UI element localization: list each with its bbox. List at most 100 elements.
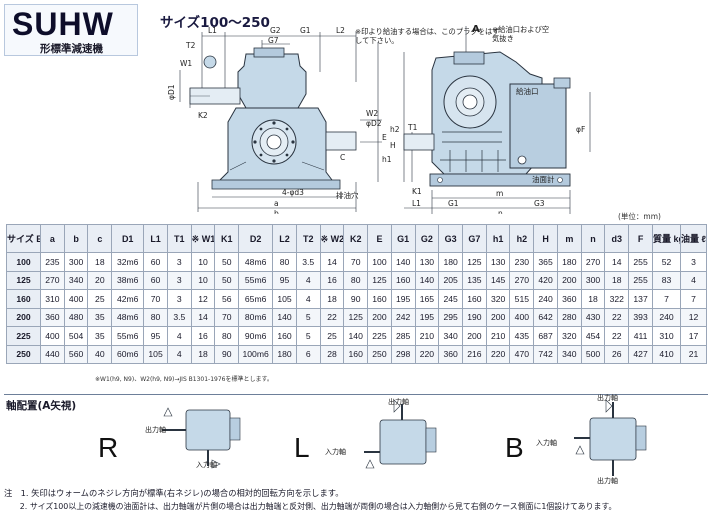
table-cell: 400 xyxy=(40,326,65,346)
table-cell: 210 xyxy=(414,326,440,346)
col-header: 油量 ℓ xyxy=(680,224,707,253)
col-header: L1 xyxy=(143,224,168,253)
col-header: G3 xyxy=(438,224,464,253)
col-header: D2 xyxy=(238,224,274,253)
table-cell: 42m6 xyxy=(111,289,145,309)
table-cell: 50 xyxy=(214,270,240,290)
table-cell: 160 xyxy=(367,289,392,309)
table-cell: 60 xyxy=(143,252,168,272)
G7-label: G7 xyxy=(268,36,279,45)
table-cell: 504 xyxy=(63,326,89,346)
col-header: G1 xyxy=(390,224,416,253)
table-cell: 130 xyxy=(414,252,440,272)
size-cell: 160 xyxy=(6,289,41,309)
table-cell: 55m6 xyxy=(111,326,145,346)
table-cell: 25 xyxy=(319,326,345,346)
variant-b-letter: B xyxy=(505,432,524,463)
size-cell: 225 xyxy=(6,326,41,346)
table-cell: 320 xyxy=(485,289,511,309)
col-header: c xyxy=(87,224,113,253)
table-cell: 80 xyxy=(343,270,369,290)
table-cell: 16 xyxy=(190,326,216,346)
W2-label: W2 xyxy=(366,109,378,118)
b-label: b xyxy=(274,209,279,214)
table-cell: 140 xyxy=(390,252,416,272)
table-cell: 32m6 xyxy=(111,252,145,272)
table-cell: 270 xyxy=(580,252,606,272)
table-cell: 240 xyxy=(652,307,681,327)
C-label: C xyxy=(340,153,345,162)
G3-label: G3 xyxy=(534,199,545,208)
table-cell: 160 xyxy=(343,344,369,364)
table-cell: 38m6 xyxy=(111,270,145,290)
table-cell: 255 xyxy=(628,252,653,272)
table-cell: 642 xyxy=(533,307,558,327)
table-cell: 140 xyxy=(272,307,297,327)
table-cell: 200 xyxy=(462,326,487,346)
table-cell: 340 xyxy=(63,270,89,290)
table-cell: 742 xyxy=(533,344,558,364)
table-cell: 40 xyxy=(87,344,113,364)
table-cell: 145 xyxy=(485,270,511,290)
table-cell: 12 xyxy=(190,289,216,309)
table-cell: 14 xyxy=(190,307,216,327)
table-cell: 135 xyxy=(462,270,487,290)
table-cell: 360 xyxy=(40,307,65,327)
table-cell: 411 xyxy=(628,326,653,346)
col-header: E xyxy=(367,224,392,253)
table-cell: 90 xyxy=(343,289,369,309)
table-cell: 160 xyxy=(272,326,297,346)
table-cell: 22 xyxy=(604,326,630,346)
table-cell: 48m6 xyxy=(238,252,274,272)
size-cell: 125 xyxy=(6,270,41,290)
col-header: サイズ E xyxy=(6,224,41,253)
n-label: n xyxy=(498,209,503,214)
table-cell: 240 xyxy=(533,289,558,309)
table-cell: 255 xyxy=(628,270,653,290)
table-cell: 70 xyxy=(143,289,168,309)
table-cell: 60m6 xyxy=(111,344,145,364)
col-header: 質量 kg xyxy=(652,224,681,253)
table-cell: 687 xyxy=(533,326,558,346)
D1-label: φD1 xyxy=(167,84,176,100)
table-cell: 105 xyxy=(143,344,168,364)
G2-label: G2 xyxy=(270,26,281,35)
table-cell: 280 xyxy=(556,307,582,327)
table-cell: 360 xyxy=(438,344,464,364)
table-cell: 80 xyxy=(143,307,168,327)
shaft-arrangement-section xyxy=(4,394,708,476)
table-cell: 310 xyxy=(652,326,681,346)
T1-label: T1 xyxy=(407,123,418,132)
table-cell: 205 xyxy=(438,270,464,290)
table-cell: 26 xyxy=(604,344,630,364)
table-cell: 3.5 xyxy=(295,252,321,272)
table-cell: 195 xyxy=(414,307,440,327)
variant-l-letter: L xyxy=(294,432,310,463)
table-cell: 320 xyxy=(556,326,582,346)
table-cell: 245 xyxy=(438,289,464,309)
unit-label: (単位：mm) xyxy=(618,212,661,221)
table-cell: 180 xyxy=(556,252,582,272)
table-cell: 5 xyxy=(295,326,321,346)
reducer-drawing: L1 G2 G1 L2 G7 T2 W1 φD1 K2 h1 h2 W2 φD2… xyxy=(167,24,591,214)
table-cell: 125 xyxy=(343,307,369,327)
table-cell: 7 xyxy=(680,289,707,309)
table-cell: 200 xyxy=(556,270,582,290)
table-cell: 55m6 xyxy=(238,270,274,290)
table-cell: 300 xyxy=(580,270,606,290)
table-cell: 225 xyxy=(367,326,392,346)
oil-gauge-label: 油面計 xyxy=(532,174,555,184)
col-header: D1 xyxy=(111,224,145,253)
variant-r-letter: R xyxy=(98,432,119,463)
table-cell: 80 xyxy=(214,326,240,346)
variant-l-input-label: 入力軸 xyxy=(325,448,346,456)
table-cell: 14 xyxy=(604,252,630,272)
table-cell: 12 xyxy=(680,307,707,327)
variant-b-diagram xyxy=(574,399,647,476)
table-cell: 18 xyxy=(87,252,113,272)
arrow-a-label: A xyxy=(472,24,480,35)
